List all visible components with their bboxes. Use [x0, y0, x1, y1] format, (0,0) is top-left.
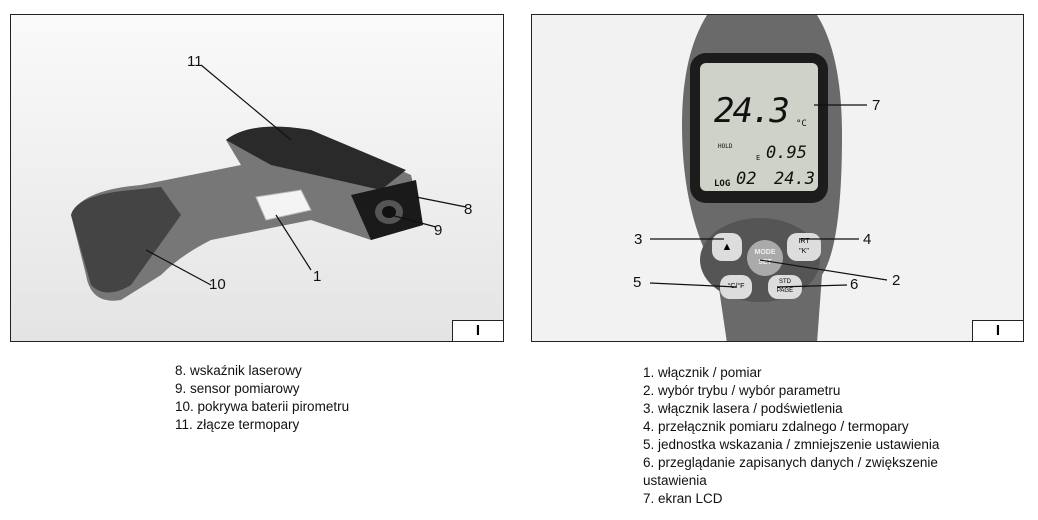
- callout-2: 2: [892, 272, 901, 289]
- callout-3: 3: [634, 231, 643, 248]
- lcd-e-label: E: [756, 154, 761, 162]
- callout-10: 10: [209, 276, 226, 293]
- legend-item: 4. przełącznik pomiaru zdalnego / termop…: [643, 419, 909, 434]
- lcd-log: LOG: [714, 179, 731, 189]
- legend-item: 11. złącze termopary: [175, 417, 300, 432]
- thermometer-side-photo: 11 8 9 10 1 I: [10, 14, 504, 342]
- lcd-unit: °C: [796, 119, 807, 129]
- callout-8: 8: [464, 201, 473, 218]
- legend-item: 8. wskaźnik laserowy: [175, 363, 302, 378]
- cf-label: °C/°F: [727, 283, 745, 290]
- unit-down-button[interactable]: °C/°F: [720, 275, 752, 299]
- std-label: STD: [779, 279, 791, 285]
- legend-item: 6. przeglądanie zapisanych danych / zwię…: [643, 455, 938, 470]
- thermometer-side-illustration: [11, 15, 503, 341]
- callout-4: 4: [863, 231, 872, 248]
- lcd-emissivity: 0.95: [766, 143, 807, 163]
- legend-item: 5. jednostka wskazania / zmniejszenie us…: [643, 437, 940, 452]
- set-label: SET: [758, 259, 772, 266]
- mode-set-button[interactable]: MODE SET: [747, 240, 783, 276]
- lcd-screen: 24.3 °C HOLD E 0.95 LOG 02 24.3: [712, 83, 815, 191]
- callout-7: 7: [872, 97, 881, 114]
- legend-item: 1. włącznik / pomiar: [643, 365, 762, 380]
- legend-item: 10. pokrywa baterii pirometru: [175, 399, 350, 414]
- legend-item: 7. ekran LCD: [643, 491, 723, 506]
- lcd-log-number: 02: [736, 169, 757, 189]
- lcd-hold: HOLD: [718, 143, 733, 150]
- left-legend: 8. wskaźnik laserowy 9. sensor pomiarowy…: [175, 362, 349, 434]
- irt-k-button[interactable]: IRT "K": [787, 233, 821, 261]
- legend-item: 2. wybór trybu / wybór parametru: [643, 383, 841, 398]
- callout-11: 11: [187, 53, 203, 70]
- legend-item: 9. sensor pomiarowy: [175, 381, 300, 396]
- k-label: "K": [799, 248, 809, 255]
- callout-6: 6: [850, 276, 859, 293]
- thermometer-front-photo: 24.3 °C HOLD E 0.95 LOG 02 24.3 ▲ MODE S…: [531, 14, 1024, 342]
- std-page-up-button[interactable]: STD PAGE: [768, 275, 802, 299]
- legend-item: ustawienia: [643, 473, 707, 488]
- page-marker: I: [452, 320, 503, 341]
- legend-item: 3. włącznik lasera / podświetlenia: [643, 401, 843, 416]
- laser-backlight-button[interactable]: ▲: [712, 233, 742, 261]
- page-label: PAGE: [776, 288, 794, 294]
- mode-label: MODE: [754, 249, 776, 256]
- lcd-main-reading: 24.3: [714, 91, 790, 131]
- callout-9: 9: [434, 222, 443, 239]
- irt-label: IRT: [798, 238, 810, 245]
- callout-1: 1: [313, 268, 322, 285]
- right-legend: 1. włącznik / pomiar 2. wybór trybu / wy…: [643, 364, 939, 508]
- lcd-log-value: 24.3: [774, 169, 815, 189]
- callout-5: 5: [633, 274, 642, 291]
- page-marker: I: [972, 320, 1023, 341]
